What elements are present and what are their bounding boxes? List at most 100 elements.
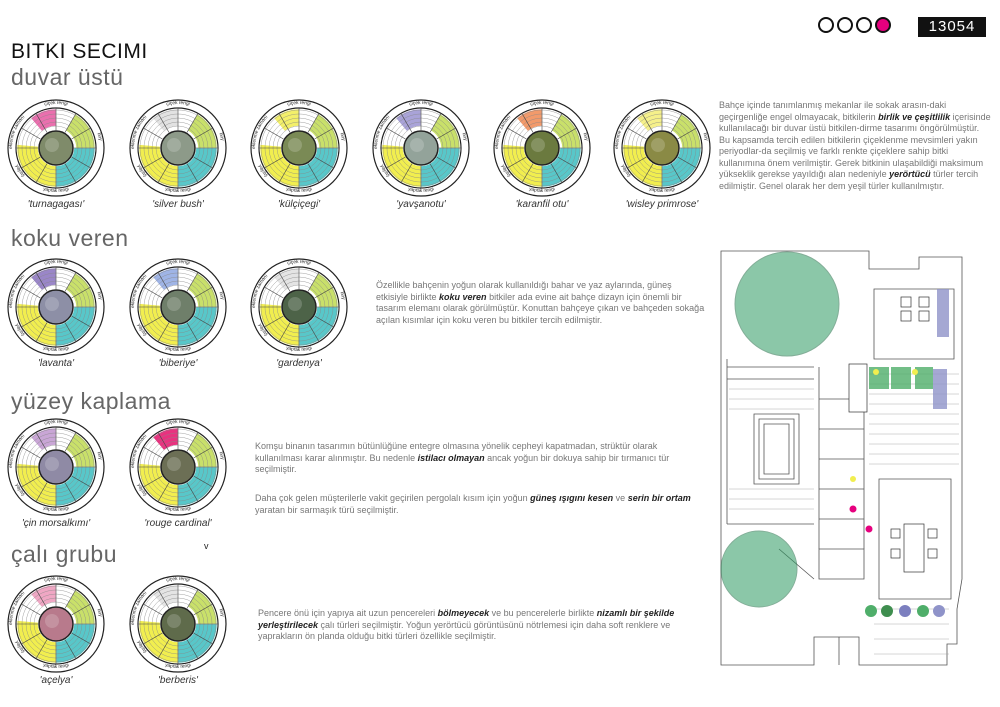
emphasis: nizamlı bir şekilde yerleştirilecek: [258, 608, 675, 630]
wheel-divider: [21, 127, 41, 140]
emphasis: birlik ve çeşitlilik: [878, 111, 951, 122]
plant-photo: [160, 289, 196, 325]
wheel-divider: [157, 113, 170, 133]
label-leaf-color: yaprak rengi: [164, 662, 191, 670]
label-height: boy: [218, 608, 225, 618]
plant-photo: [403, 130, 439, 166]
label-spread: yayılış: [136, 164, 148, 179]
label-flower-color: çiçek rengi: [287, 259, 311, 266]
label-leaf-color: yaprak rengi: [407, 186, 434, 194]
wheel-divider: [400, 113, 413, 133]
plant-photo: [38, 606, 74, 642]
plant-photo-highlight: [531, 138, 545, 152]
plant-photo-highlight: [651, 138, 665, 152]
plant-photo: [160, 130, 196, 166]
wheel-divider: [264, 286, 284, 299]
label-leaf-color: yaprak rengi: [42, 662, 69, 670]
wheel-divider: [193, 446, 213, 459]
wheel-divider: [507, 156, 527, 169]
wheel-divider: [186, 432, 199, 452]
wheel-divider: [21, 315, 41, 328]
wheel-divider: [64, 482, 77, 502]
label-height: boy: [96, 451, 103, 461]
plant-photo-highlight: [45, 138, 59, 152]
text-run: ve bu pencerelerle birlikte: [489, 608, 597, 618]
label-leaf-color: yaprak rengi: [42, 505, 69, 513]
wheel-divider: [641, 113, 654, 133]
section-cali-grubu: çalı grubu: [11, 541, 118, 567]
label-flower-color: çiçek rengi: [44, 419, 68, 426]
label-spread: yayılış: [14, 164, 26, 179]
plant-name: 'silver bush': [152, 199, 204, 210]
wheel-divider: [278, 163, 291, 183]
label-spread: yayılış: [14, 640, 26, 655]
wheel-divider: [186, 639, 199, 659]
wheel-divider: [314, 127, 334, 140]
label-leaf-color: yaprak rengi: [528, 186, 555, 194]
page-circle-3: [856, 17, 872, 33]
wheel-divider: [21, 475, 41, 488]
text-run: bitkiler ada evine ait bahçe dizayn için…: [376, 291, 705, 325]
wheel-divider: [677, 127, 697, 140]
wheel-divider: [143, 286, 163, 299]
label-height: boy: [218, 291, 225, 301]
wheel-divider: [35, 432, 48, 452]
plant-name: 'külçiçegi': [277, 199, 321, 210]
plant-name: 'gardenya': [276, 358, 322, 369]
wheel-divider: [143, 475, 163, 488]
text-run: Komşu binanın tasarımın bütünlüğüne ente…: [255, 441, 658, 463]
paragraph-pergola: Daha çok gelen müşterilerle vakit geçiri…: [255, 493, 700, 516]
wheel-divider: [35, 113, 48, 133]
wheel-divider: [143, 156, 163, 169]
label-leaf-color: yaprak rengi: [285, 186, 312, 194]
plant-name: 'turnagagası': [27, 199, 85, 210]
plant-photo: [160, 449, 196, 485]
wheel-divider: [64, 163, 77, 183]
label-leaf-color: yaprak rengi: [648, 186, 675, 194]
plant-photo-highlight: [167, 297, 181, 311]
plant-name: 'berberis': [158, 675, 198, 686]
label-leaf-color: yaprak rengi: [164, 345, 191, 353]
wheel-divider: [550, 163, 563, 183]
wheel-divider: [64, 272, 77, 292]
wheel-divider: [157, 482, 170, 502]
wheel-divider: [35, 482, 48, 502]
wheel-divider: [64, 322, 77, 342]
label-spread: yayılış: [379, 164, 391, 179]
plant-photo: [281, 289, 317, 325]
plant-photo: [38, 130, 74, 166]
text-run: Daha çok gelen müşterilerle vakit geçiri…: [255, 493, 531, 503]
wheel-divider: [143, 315, 163, 328]
wheel-divider: [35, 322, 48, 342]
wheel-divider: [186, 589, 199, 609]
label-spread: yayılış: [257, 323, 269, 338]
wheel-divider: [143, 127, 163, 140]
label-height: boy: [96, 291, 103, 301]
wheel-divider: [670, 113, 683, 133]
wheel-divider: [64, 589, 77, 609]
plant-photo-highlight: [167, 138, 181, 152]
label-height: boy: [582, 132, 589, 142]
wheel-divider: [193, 127, 213, 140]
wheel-divider: [314, 315, 334, 328]
label-height: boy: [339, 291, 346, 301]
wheel-divider: [436, 127, 456, 140]
label-flower-color: çiçek rengi: [166, 100, 190, 107]
label-flower-color: çiçek rengi: [166, 419, 190, 426]
wheel-divider: [186, 113, 199, 133]
plant-photo: [160, 606, 196, 642]
wheel-divider: [157, 432, 170, 452]
